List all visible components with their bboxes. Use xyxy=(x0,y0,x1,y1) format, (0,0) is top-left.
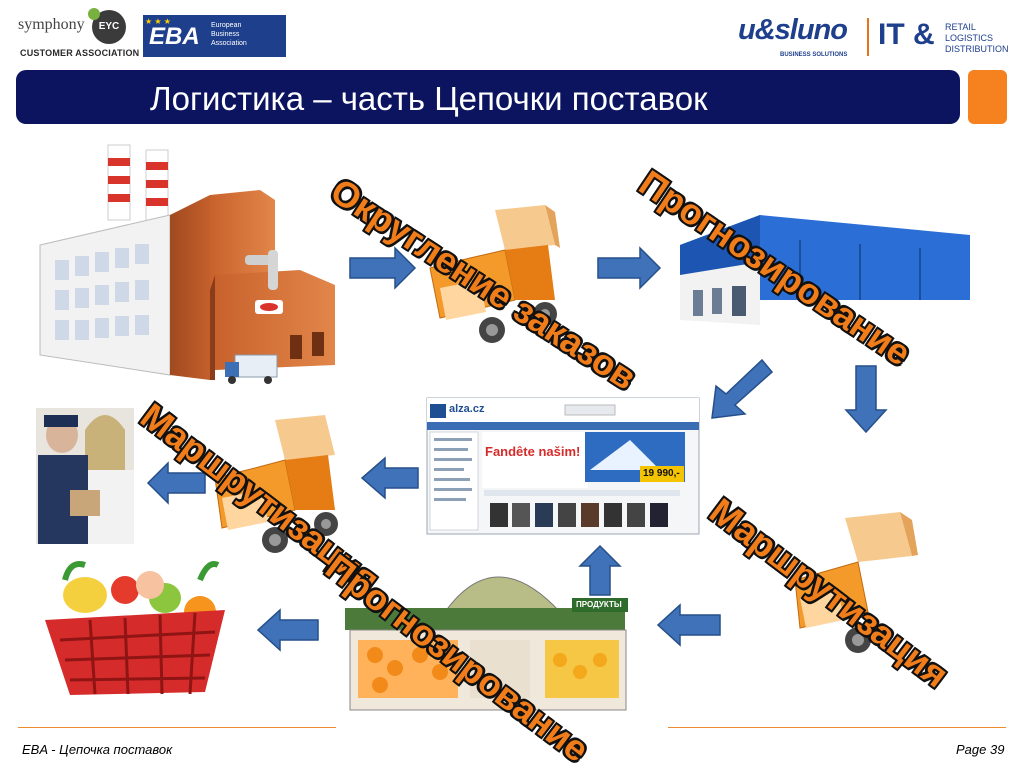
footer-page-number: Page 39 xyxy=(956,742,1005,757)
footer-line-left xyxy=(18,727,336,728)
logo-divider xyxy=(867,18,869,56)
eba-line-1: European xyxy=(211,22,242,29)
slide-title: Логистика – часть Цепочки поставок xyxy=(150,80,708,117)
symphony-subtitle: CUSTOMER ASSOCIATION xyxy=(20,48,140,58)
it-sub-3: DISTRIBUTION xyxy=(945,44,1009,54)
factory-icon xyxy=(39,144,335,384)
warehouse-icon xyxy=(680,215,970,325)
store-icon xyxy=(345,576,628,711)
truck-icon xyxy=(794,512,918,653)
it-label: IT & xyxy=(878,18,935,51)
eba-name: EBA xyxy=(149,23,200,50)
accent-tab xyxy=(968,70,1007,124)
basket-icon xyxy=(45,561,225,695)
truck-icon xyxy=(429,205,560,343)
symphony-logo: symphony EYC CUSTOMER ASSOCIATION xyxy=(14,8,139,60)
usluno-logo: u&sluno BUSINESS SOLUTIONS xyxy=(738,14,862,62)
website-site-name: alza.cz xyxy=(449,403,485,415)
footer-line-right xyxy=(668,727,1006,728)
website-price: 19 990,- xyxy=(643,468,680,479)
usluno-name: u&sluno xyxy=(738,14,848,46)
small-truck-icon xyxy=(225,354,278,384)
customer-icon xyxy=(36,408,134,544)
website-icon xyxy=(426,397,700,535)
eba-logo: ★ ★ ★ EBA European Business Association xyxy=(143,15,286,57)
title-bar xyxy=(16,70,960,124)
arrow-icon xyxy=(146,246,888,652)
eyc-badge-icon: EYC xyxy=(88,8,126,44)
usluno-subtitle: BUSINESS SOLUTIONS xyxy=(780,52,848,58)
eba-line-3: Association xyxy=(211,40,247,47)
it-sub-1: RETAIL xyxy=(945,22,976,32)
website-banner: Fandête našim! xyxy=(485,444,581,459)
stars-icon: ★ ★ ★ xyxy=(145,17,171,26)
truck-icon xyxy=(214,415,338,553)
shop-sign: ПРОДУКТЫ xyxy=(576,600,622,609)
it-sub-2: LOGISTICS xyxy=(945,33,994,43)
it-subtitle: RETAIL LOGISTICS DISTRIBUTION xyxy=(945,22,1009,55)
symphony-name: symphony xyxy=(18,16,85,33)
footer-left-text: EBA - Цепочка поставок xyxy=(22,742,173,757)
eba-line-2: Business xyxy=(211,31,240,38)
